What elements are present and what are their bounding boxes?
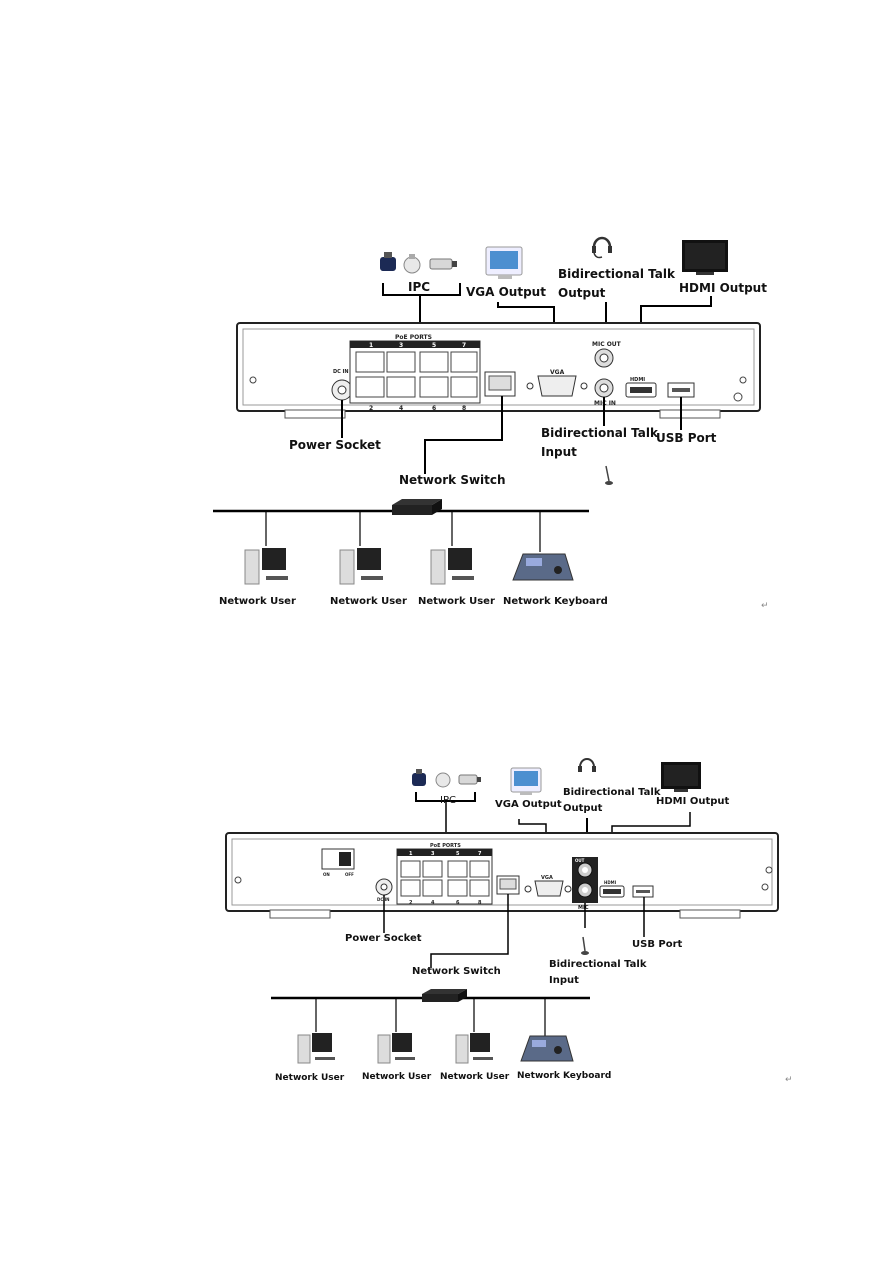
talk-output-label-2: Output (558, 286, 606, 300)
vga-label: VGA (541, 875, 553, 881)
network-switch-label: Network Switch (412, 966, 501, 977)
network-user-label: Network User (418, 596, 495, 607)
microphone-icon (605, 465, 613, 485)
nvr-rear-panel (225, 832, 779, 919)
computer-icon (430, 548, 474, 585)
monitor-icon (485, 246, 523, 279)
network-user-label: Network User (275, 1073, 345, 1083)
keyboard-icon (520, 1035, 574, 1062)
computer-icon (377, 1033, 415, 1064)
network-user-label: Network User (219, 596, 296, 607)
port-label: 5 (432, 342, 436, 349)
talk-input-label-2: Input (549, 975, 579, 986)
vga-label: VGA (550, 369, 565, 376)
lan-connector (424, 396, 503, 474)
tv-icon (661, 762, 701, 792)
network-user-label: Network User (330, 596, 407, 607)
top-diagram: PoE PORTS 1 3 5 7 2 4 6 8 VGA MIC OUT MI… (213, 236, 761, 585)
power-socket-label: Power Socket (289, 438, 381, 452)
usb-port-label: USB Port (656, 431, 717, 445)
vga-output-label: VGA Output (495, 799, 562, 810)
talk-input-label-2: Input (541, 445, 577, 459)
talk-input-label: Bidirectional Talk (541, 426, 658, 440)
computer-icon (339, 548, 383, 585)
talk-input-label: Bidirectional Talk (549, 959, 647, 970)
network-keyboard-label: Network Keyboard (503, 596, 608, 607)
headset-icon (578, 758, 596, 772)
out-label: OUT (575, 858, 585, 863)
lan-connector (430, 894, 509, 968)
hdmi-label: HDMI (630, 377, 645, 383)
mic-out-label: MIC OUT (592, 341, 622, 348)
network-switch-label: Network Switch (399, 473, 506, 487)
port-label: 4 (431, 900, 435, 906)
port-label: 1 (409, 851, 413, 857)
port-label: 7 (462, 342, 466, 349)
drop-lines (265, 511, 541, 552)
headset-icon (592, 236, 612, 259)
ipc-cameras-icon (380, 252, 457, 274)
talk-output-label-2: Output (563, 803, 603, 814)
computer-icon (297, 1033, 335, 1064)
mic-label: MIC (578, 905, 589, 911)
switch-icon (422, 989, 467, 1002)
port-label: 3 (399, 342, 403, 349)
ipc-bracket (382, 283, 461, 296)
talk-output-label: Bidirectional Talk (563, 787, 661, 798)
dc-in-label: DC IN (333, 369, 349, 375)
computer-icon (455, 1033, 493, 1064)
microphone-icon (581, 936, 589, 955)
tv-icon (682, 240, 728, 275)
port-label: 3 (431, 851, 435, 857)
port-label: 1 (369, 342, 373, 349)
network-user-label: Network User (362, 1072, 432, 1082)
dc-in-label: DC IN (377, 897, 389, 902)
hdmi-output-label: HDMI Output (656, 796, 730, 807)
poe-ports-label: PoE PORTS (430, 843, 461, 849)
computer-icon (244, 548, 288, 585)
paragraph-mark: ↵ (761, 601, 769, 611)
vga-output-label: VGA Output (466, 285, 546, 299)
hdmi-label: HDMI (604, 880, 617, 885)
drop-lines (315, 998, 546, 1036)
ipc-cameras-icon (412, 769, 481, 788)
port-label: 6 (432, 405, 436, 412)
talk-output-label: Bidirectional Talk (558, 267, 675, 281)
keyboard-icon (512, 553, 574, 581)
ipc-label: IPC (408, 280, 431, 294)
port-label: 8 (478, 900, 482, 906)
port-label: 2 (369, 405, 373, 412)
port-label: 4 (399, 405, 403, 412)
network-keyboard-label: Network Keyboard (517, 1071, 612, 1081)
port-label: 7 (478, 851, 482, 857)
nvr-rear-panel (236, 322, 761, 419)
power-socket-label: Power Socket (345, 933, 422, 944)
port-label: 5 (456, 851, 460, 857)
monitor-icon (510, 767, 542, 795)
port-label: 6 (456, 900, 460, 906)
off-label: OFF (345, 872, 354, 877)
port-label: 2 (409, 900, 413, 906)
ipc-label: IPC (440, 795, 456, 806)
paragraph-mark: ↵ (785, 1075, 793, 1085)
switch-icon (392, 499, 442, 515)
on-label: ON (323, 872, 330, 877)
network-user-label: Network User (440, 1072, 510, 1082)
usb-port-label: USB Port (632, 939, 683, 950)
port-label: 8 (462, 405, 466, 412)
hdmi-output-label: HDMI Output (679, 281, 767, 295)
poe-ports-label: PoE PORTS (395, 334, 432, 341)
